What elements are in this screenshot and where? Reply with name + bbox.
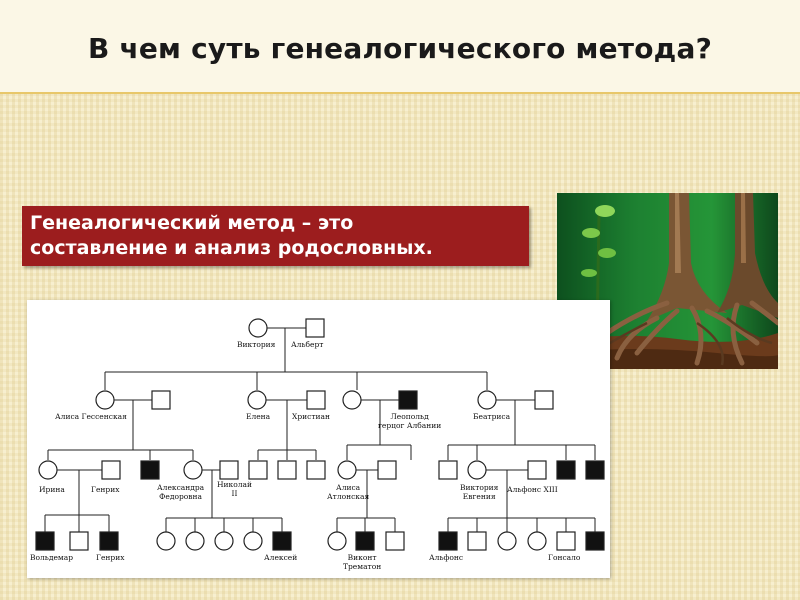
male-symbol bbox=[305, 318, 325, 338]
name-viscount-line2: Трематон bbox=[343, 562, 382, 571]
affected-male-symbol bbox=[398, 390, 418, 410]
male-symbol bbox=[467, 531, 487, 551]
male-symbol bbox=[534, 390, 554, 410]
male-symbol bbox=[248, 460, 268, 480]
name-alfonso-xiii: Альфонс XIII bbox=[507, 485, 558, 494]
name-viscount-line1: Виконт bbox=[347, 553, 377, 562]
name-victoria-eugenie: Виктория Евгения bbox=[460, 483, 498, 501]
name-gonzalo: Гонсало bbox=[548, 553, 581, 562]
name-alice-athlone-line2: Атлонская bbox=[327, 492, 370, 501]
male-symbol bbox=[69, 531, 89, 551]
affected-male-symbol bbox=[585, 531, 605, 551]
female-symbol bbox=[467, 460, 487, 480]
affected-male-symbol bbox=[355, 531, 375, 551]
name-alfonso: Альфонс bbox=[429, 553, 464, 562]
definition-line-1: Генеалогический метод – это bbox=[30, 212, 354, 234]
name-henry: Генрих bbox=[91, 485, 120, 494]
name-christian: Христиан bbox=[292, 412, 330, 421]
name-henry-2: Генрих bbox=[96, 553, 125, 562]
name-leopold-line2: герцог Албании bbox=[378, 421, 442, 430]
pedigree-chart: Виктория Альберт Алиса Гессенская Елена … bbox=[27, 300, 610, 578]
name-alexandra-line1: Александра bbox=[157, 483, 205, 492]
name-irina: Ирина bbox=[39, 485, 65, 494]
male-symbol bbox=[385, 531, 405, 551]
female-symbol bbox=[527, 531, 547, 551]
male-symbol bbox=[219, 460, 239, 480]
name-nicholas-line2: II bbox=[231, 489, 238, 498]
male-symbol bbox=[306, 460, 326, 480]
name-leopold: Леопольд герцог Албании bbox=[378, 412, 441, 430]
name-victoria: Виктория bbox=[237, 340, 276, 349]
female-symbol bbox=[248, 318, 268, 338]
male-symbol bbox=[151, 390, 171, 410]
affected-male-symbol bbox=[272, 531, 292, 551]
name-victoria-eugenie-line1: Виктория bbox=[460, 483, 499, 492]
title-band bbox=[0, 0, 800, 94]
female-symbol bbox=[497, 531, 517, 551]
affected-male-symbol bbox=[556, 460, 576, 480]
male-symbol bbox=[527, 460, 547, 480]
male-symbol bbox=[377, 460, 397, 480]
female-symbol bbox=[337, 460, 357, 480]
name-waldemar: Вольдемар bbox=[30, 553, 74, 562]
name-albert: Альберт bbox=[291, 340, 324, 349]
male-symbol bbox=[101, 460, 121, 480]
name-alexandra: Александра Федоровна bbox=[157, 483, 204, 501]
affected-male-symbol bbox=[585, 460, 605, 480]
name-nicholas-line1: Николай bbox=[217, 480, 252, 489]
affected-male-symbol bbox=[35, 531, 55, 551]
name-beatrice: Беатриса bbox=[473, 412, 511, 421]
female-symbol bbox=[327, 531, 347, 551]
name-elena: Елена bbox=[246, 412, 271, 421]
name-alice-athlone: Алиса Атлонская bbox=[327, 483, 369, 501]
name-alexei: Алексей bbox=[264, 553, 298, 562]
name-viscount: Виконт Трематон bbox=[343, 553, 381, 571]
affected-male-symbol bbox=[99, 531, 119, 551]
definition-line-2: составление и анализ родословных. bbox=[30, 237, 433, 259]
name-alice-athlone-line1: Алиса bbox=[336, 483, 361, 492]
female-symbol bbox=[214, 531, 234, 551]
slide-title: В чем суть генеалогического метода? bbox=[87, 32, 713, 65]
male-symbol bbox=[306, 390, 326, 410]
female-symbol bbox=[95, 390, 115, 410]
female-symbol bbox=[477, 390, 497, 410]
name-victoria-eugenie-line2: Евгения bbox=[462, 492, 496, 501]
female-symbol bbox=[243, 531, 263, 551]
affected-male-symbol bbox=[438, 531, 458, 551]
male-symbol bbox=[556, 531, 576, 551]
affected-male-symbol bbox=[140, 460, 160, 480]
definition-text: Генеалогический метод – это составление … bbox=[30, 211, 525, 261]
pedigree-lines bbox=[35, 318, 605, 551]
female-symbol bbox=[247, 390, 267, 410]
female-symbol bbox=[38, 460, 58, 480]
female-symbol bbox=[183, 460, 203, 480]
male-symbol bbox=[277, 460, 297, 480]
name-leopold-line1: Леопольд bbox=[390, 412, 429, 421]
name-nicholas: Николай II bbox=[217, 480, 252, 498]
name-alexandra-line2: Федоровна bbox=[159, 492, 202, 501]
female-symbol bbox=[185, 531, 205, 551]
female-symbol bbox=[342, 390, 362, 410]
male-symbol bbox=[438, 460, 458, 480]
tree-roots-image bbox=[557, 193, 782, 369]
name-alice-hessen: Алиса Гессенская bbox=[55, 412, 127, 421]
definition-box: Генеалогический метод – это составление … bbox=[22, 206, 529, 266]
female-symbol bbox=[156, 531, 176, 551]
